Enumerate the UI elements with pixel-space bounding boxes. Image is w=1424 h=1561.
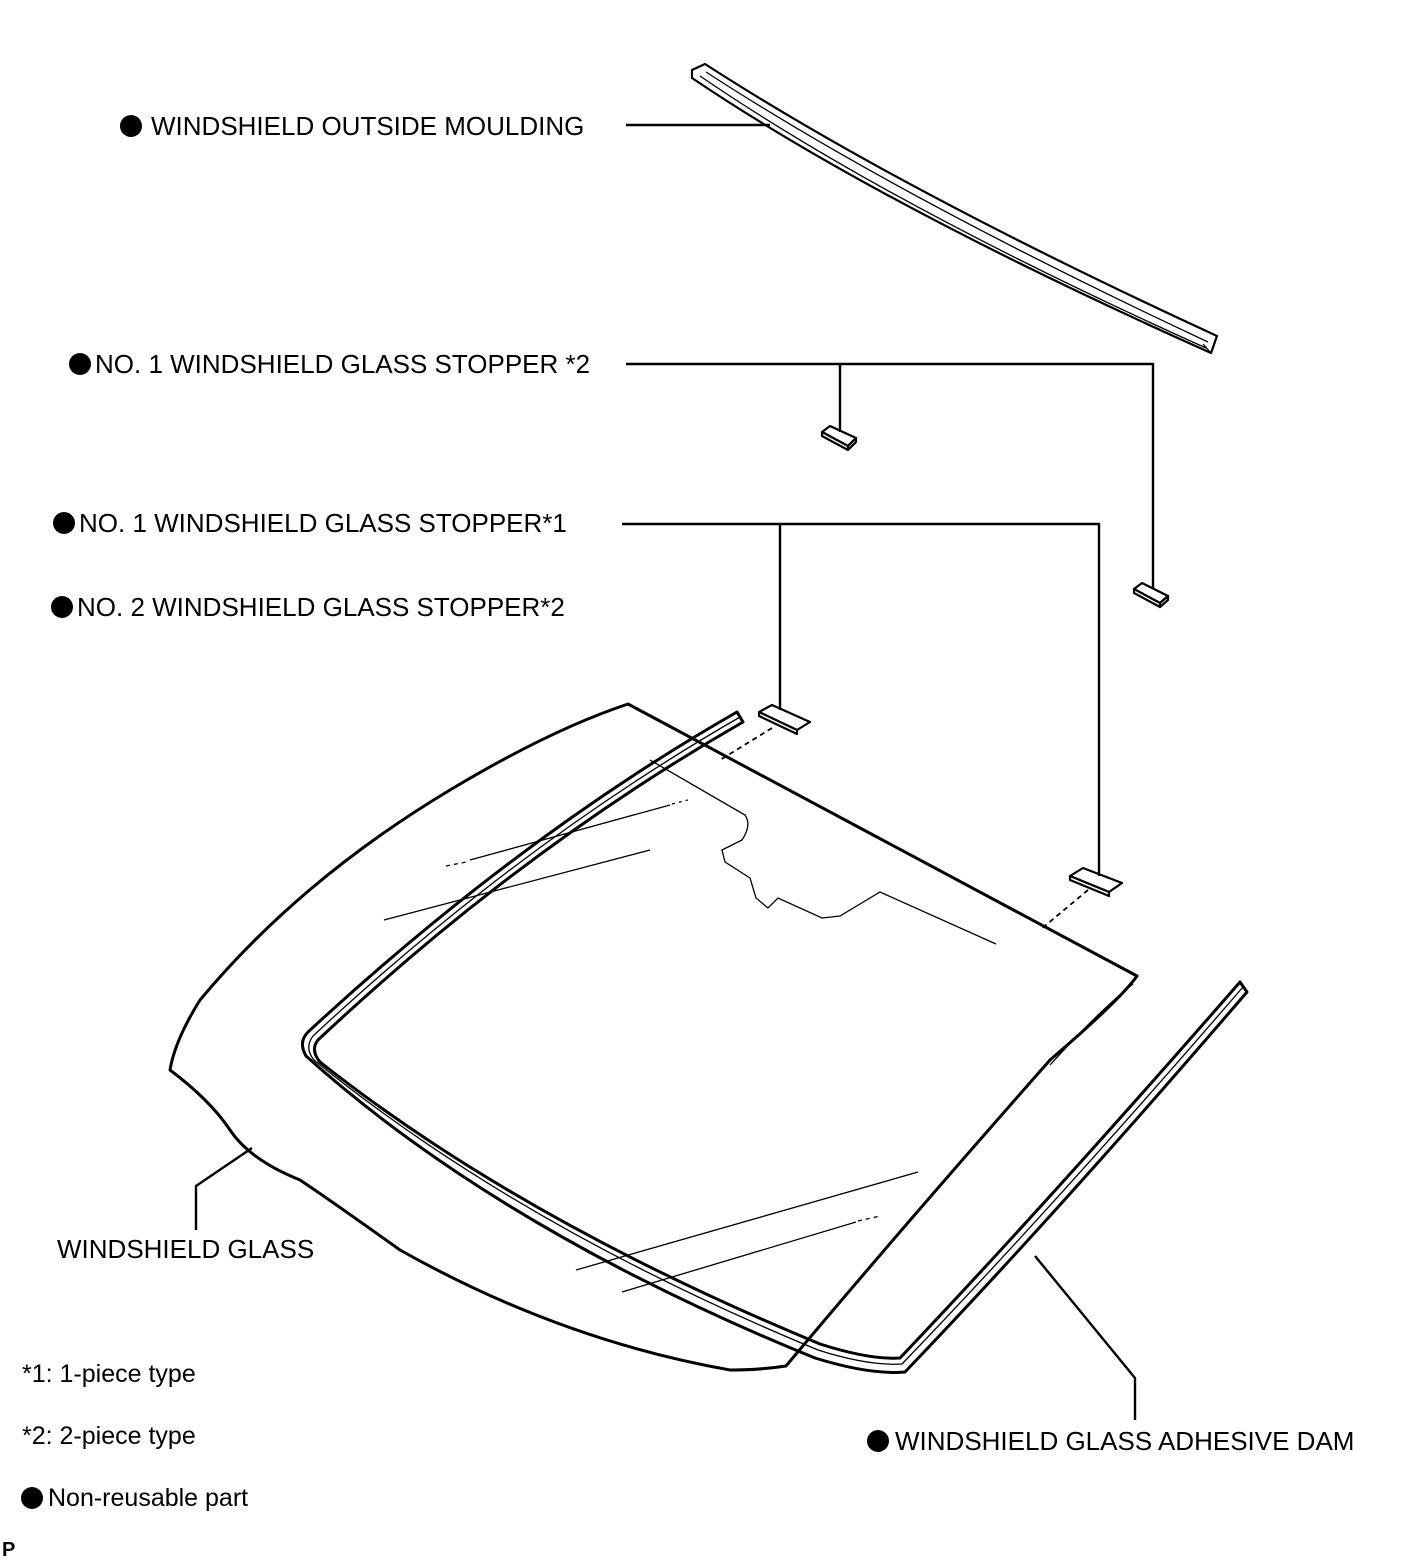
stopper-no1-1pc-left bbox=[757, 703, 812, 736]
install-dashed-line-right bbox=[1039, 889, 1089, 931]
legend-note-1: *1: 1-piece type bbox=[22, 1360, 196, 1388]
corner-code: P bbox=[2, 1539, 15, 1561]
stopper-no1-2pc-right bbox=[1132, 581, 1170, 609]
legend-note-2: *2: 2-piece type bbox=[22, 1422, 196, 1450]
leader-adhesive-dam bbox=[1034, 1255, 1137, 1420]
legend-non-reusable: Non-reusable part bbox=[48, 1484, 248, 1512]
label-outside-moulding: WINDSHIELD OUTSIDE MOULDING bbox=[151, 111, 584, 141]
stopper-no1-2pc-left bbox=[820, 424, 858, 452]
non-reusable-marker-icon bbox=[53, 512, 75, 534]
non-reusable-marker-icon bbox=[120, 115, 142, 137]
label-adhesive-dam: WINDSHIELD GLASS ADHESIVE DAM bbox=[895, 1426, 1354, 1456]
non-reusable-marker-icon bbox=[69, 353, 91, 375]
outside-moulding-part bbox=[690, 62, 1219, 355]
label-stopper-no1-2pc: NO. 1 WINDSHIELD GLASS STOPPER *2 bbox=[95, 349, 590, 379]
leader-windshield-glass bbox=[194, 1147, 253, 1230]
stopper-no1-1pc-right bbox=[1068, 866, 1124, 898]
label-windshield-glass: WINDSHIELD GLASS bbox=[57, 1234, 314, 1264]
adhesive-dam-part bbox=[301, 710, 1249, 1374]
label-stopper-no2-2pc: NO. 2 WINDSHIELD GLASS STOPPER*2 bbox=[77, 592, 565, 622]
leader-stopper-no1-1pc bbox=[622, 522, 1101, 876]
install-dashed-line-left bbox=[719, 727, 773, 761]
non-reusable-legend-icon bbox=[21, 1487, 43, 1509]
non-reusable-marker-icon bbox=[867, 1430, 889, 1452]
windshield-glass-part bbox=[168, 702, 1139, 1372]
non-reusable-marker-icon bbox=[51, 596, 73, 618]
leader-stopper-no1-2pc bbox=[626, 362, 1155, 588]
label-stopper-no1-1pc: NO. 1 WINDSHIELD GLASS STOPPER*1 bbox=[79, 508, 567, 538]
